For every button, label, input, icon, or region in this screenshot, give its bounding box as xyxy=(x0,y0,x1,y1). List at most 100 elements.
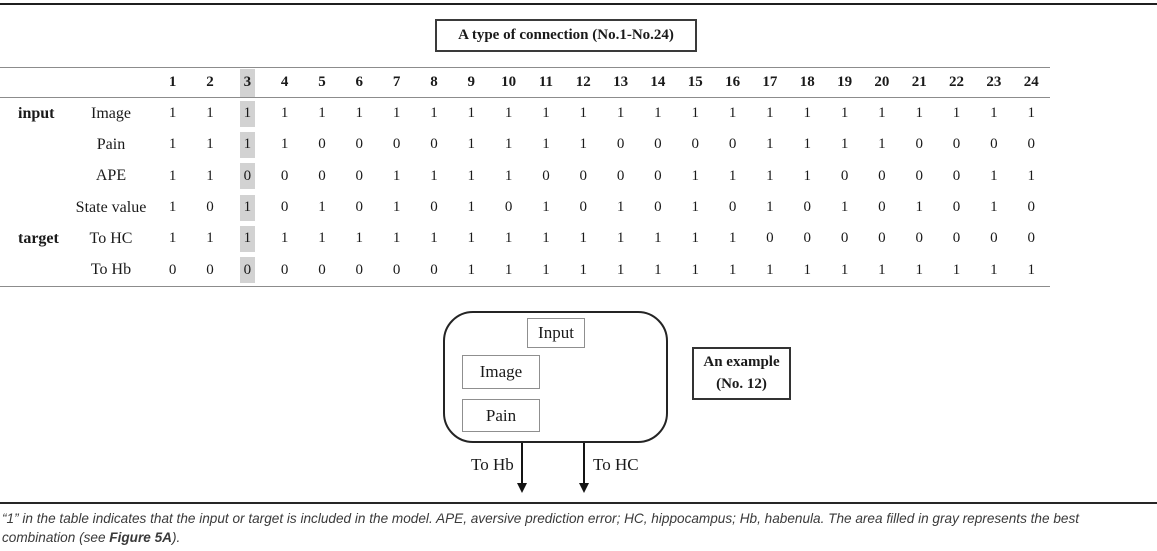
table-cell: 1 xyxy=(527,101,564,127)
cell-value: 0 xyxy=(355,199,364,216)
cell-value: 1 xyxy=(728,167,737,184)
cell-value: 0 xyxy=(1027,199,1035,216)
cell-value: 6 xyxy=(355,74,364,90)
cell-value: 13 xyxy=(613,74,629,90)
column-header-cell: 4 xyxy=(266,69,303,97)
table-cell: 1 xyxy=(677,163,714,189)
column-header-cell: 1 xyxy=(154,69,191,97)
cell-value: 1 xyxy=(654,261,662,278)
table-cell: 1 xyxy=(154,195,191,221)
cell-value: 0 xyxy=(990,230,998,247)
cell-value: 0 xyxy=(355,167,364,184)
column-header-cell: 16 xyxy=(714,69,751,97)
cell-value: 0 xyxy=(654,136,662,153)
cell-value: 1 xyxy=(206,105,214,122)
cell-value: 23 xyxy=(986,74,1002,90)
table-cell: 1 xyxy=(789,101,826,127)
to-hc-label: To HC xyxy=(593,455,639,474)
cell-value: 0 xyxy=(915,167,923,184)
table-cell: 1 xyxy=(229,194,266,221)
table-cell: 1 xyxy=(901,195,938,221)
caption-line-1: “1” in the table indicates that the inpu… xyxy=(2,511,1080,526)
cell-value: 0 xyxy=(803,230,811,247)
cell-value: 24 xyxy=(1023,74,1039,90)
table-cell: 1 xyxy=(826,132,863,158)
cell-value: 1 xyxy=(840,199,849,216)
cell-value: 0 xyxy=(355,136,364,153)
cell-value: 1 xyxy=(467,261,476,278)
table-cell: 0 xyxy=(266,195,303,221)
cell-value: 0 xyxy=(915,230,923,247)
table-cell: 1 xyxy=(415,226,452,252)
example-box: An example (No. 12) xyxy=(692,347,791,400)
row-label: To Hb xyxy=(90,261,132,279)
figure-caption: “1” in the table indicates that the inpu… xyxy=(2,510,1156,547)
cell-value: 0 xyxy=(318,136,326,153)
table-cell: 0 xyxy=(527,163,564,189)
cell-value: 1 xyxy=(1027,167,1035,184)
cell-value: 1 xyxy=(504,136,513,153)
cell-value: 1 xyxy=(878,105,886,122)
cell-value: 2 xyxy=(206,74,214,90)
table-cell: 1 xyxy=(154,132,191,158)
table-cell: 1 xyxy=(975,101,1012,127)
table-cell: 1 xyxy=(191,132,228,158)
cell-value: 1 xyxy=(616,199,625,216)
cell-value: 0 xyxy=(206,199,214,216)
column-header-cell: 8 xyxy=(415,69,452,97)
table-cell: 1 xyxy=(639,101,676,127)
table-cell: 1 xyxy=(789,163,826,189)
table-cell: 1 xyxy=(938,101,975,127)
table-cell: 0 xyxy=(191,257,228,283)
table-cell: 1 xyxy=(901,257,938,283)
table-cell: 1 xyxy=(453,132,490,158)
cell-value: 0 xyxy=(616,167,625,184)
table-cell: 0 xyxy=(938,226,975,252)
cell-value: 0 xyxy=(952,167,961,184)
table-cell: 0 xyxy=(975,132,1012,158)
cell-value: 1 xyxy=(579,136,588,153)
cell-value: 0 xyxy=(952,136,961,153)
table-cell: 1 xyxy=(490,101,527,127)
table-cell: 0 xyxy=(341,163,378,189)
cell-value: 1 xyxy=(616,261,625,278)
table-cell: 0 xyxy=(677,132,714,158)
cell-value: 1 xyxy=(206,167,214,184)
cell-value: 0 xyxy=(878,167,886,184)
cell-value: 1 xyxy=(840,105,849,122)
table-cell: 1 xyxy=(453,163,490,189)
table-cell: 0 xyxy=(415,195,452,221)
cell-value: 1 xyxy=(168,230,177,247)
cell-value: 1 xyxy=(430,167,438,184)
cell-value: 10 xyxy=(501,74,517,90)
caption-rule xyxy=(0,502,1157,504)
cell-value: 7 xyxy=(392,74,401,90)
cell-value: 1 xyxy=(803,167,811,184)
table-cell: 1 xyxy=(677,226,714,252)
table-cell: 1 xyxy=(565,257,602,283)
column-header-cell: 12 xyxy=(565,69,602,97)
cell-value: 16 xyxy=(725,74,741,90)
table-cell: 0 xyxy=(565,195,602,221)
table-cell: 1 xyxy=(751,101,788,127)
cell-value: 0 xyxy=(392,261,401,278)
cell-value: 0 xyxy=(728,199,737,216)
cell-value: 0 xyxy=(318,167,326,184)
cell-value: 0 xyxy=(766,230,774,247)
cell-value: 0 xyxy=(504,199,513,216)
cell-value: 1 xyxy=(542,105,550,122)
table-cell: 0 xyxy=(863,163,900,189)
cell-value: 1 xyxy=(542,261,550,278)
group-label: input xyxy=(18,104,55,122)
table-cell: 0 xyxy=(938,195,975,221)
cell-value: 1 xyxy=(878,261,886,278)
cell-value: 1 xyxy=(915,199,923,216)
table-cell: 1 xyxy=(901,101,938,127)
cell-value: 1 xyxy=(392,199,401,216)
table-cell: 0 xyxy=(341,195,378,221)
table-cell: 1 xyxy=(341,101,378,127)
column-header-cell: 2 xyxy=(191,69,228,97)
table-cell: 1 xyxy=(453,195,490,221)
table-cell: 1 xyxy=(191,163,228,189)
